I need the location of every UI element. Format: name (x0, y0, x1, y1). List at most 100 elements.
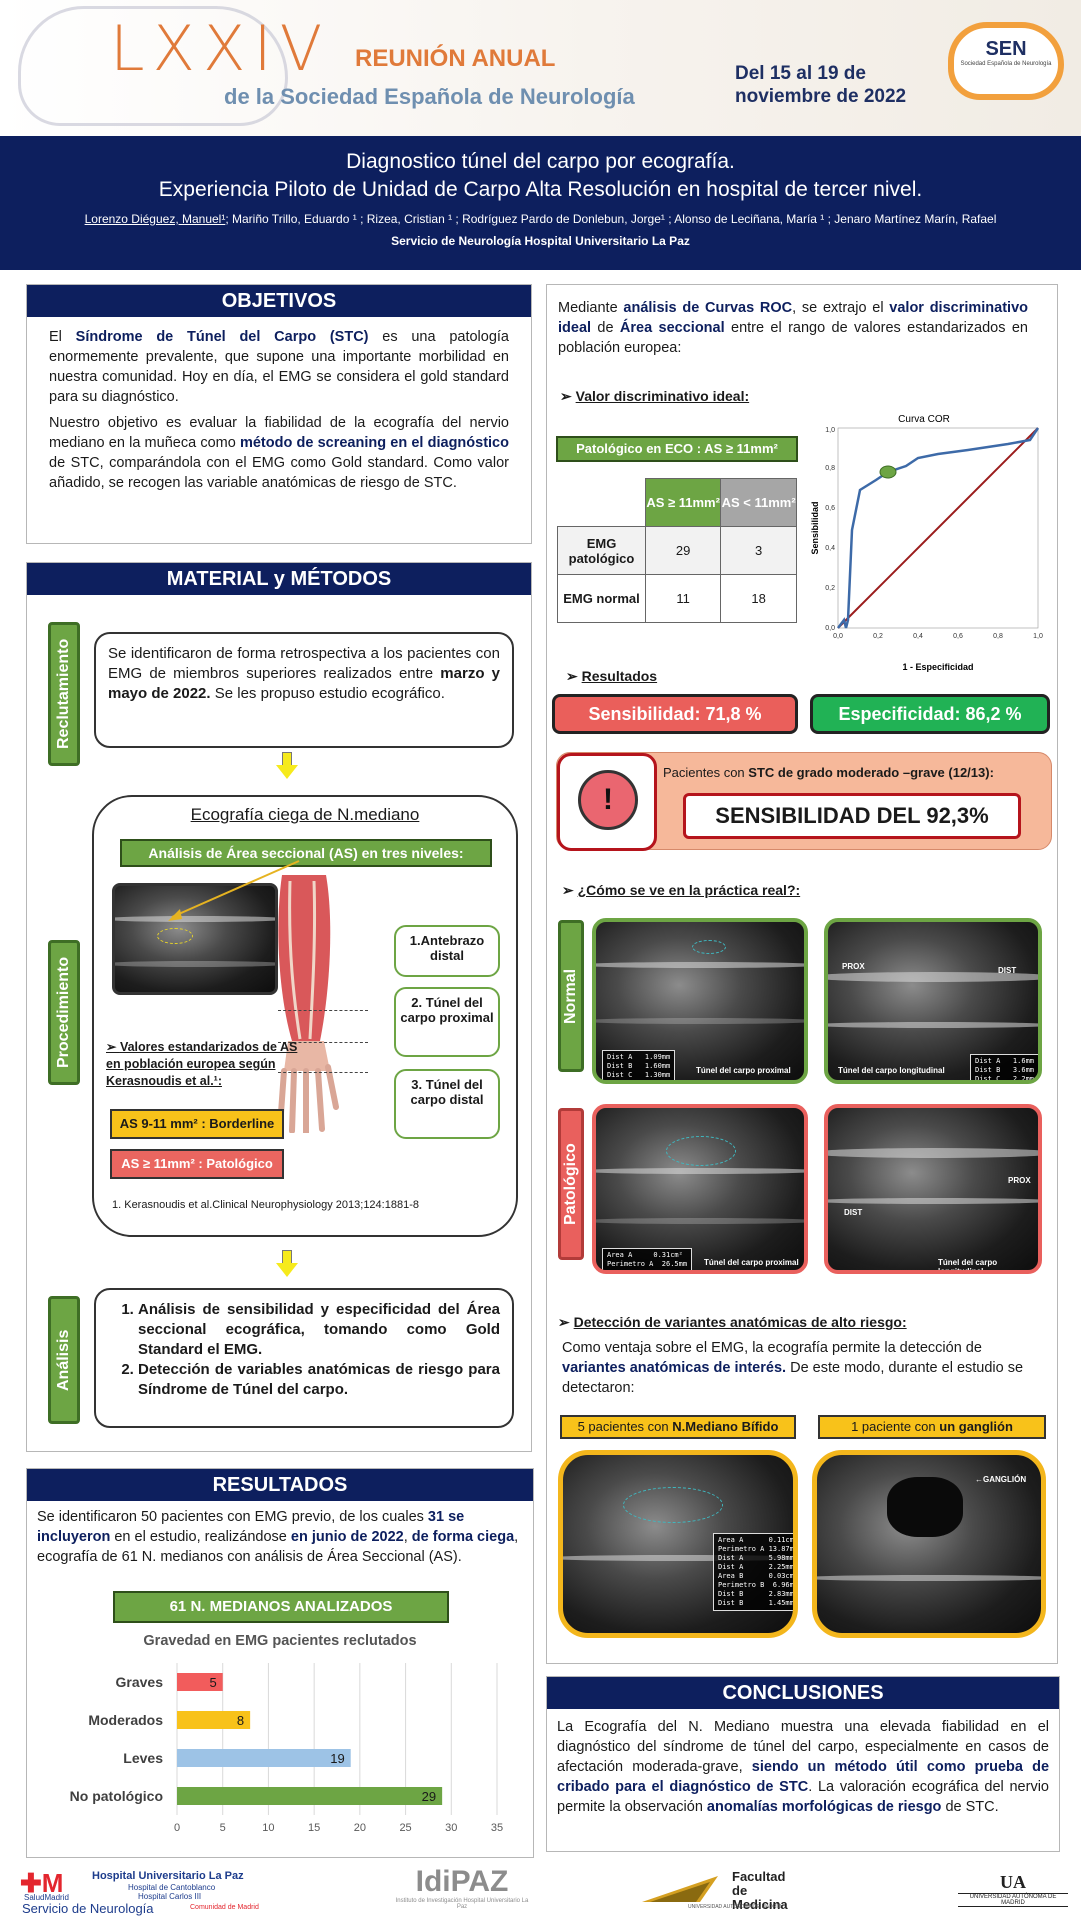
conference-banner: LXXIV REUNIÓN ANUAL de la Sociedad Españ… (0, 0, 1081, 136)
sen-logo: SEN Sociedad Española de Neurología (948, 22, 1064, 100)
roc-x-tick: 0,2 (873, 633, 883, 640)
x-tick-label: 15 (308, 1822, 320, 1834)
tag-bifido: 5 pacientes con N.Mediano Bífido (560, 1415, 796, 1439)
alert-sensitivity: SENSIBILIDAD DEL 92,3% (683, 793, 1021, 839)
tag-ganglion: 1 paciente con un ganglión (818, 1415, 1046, 1439)
idipaz-logo: IdiPAZ Instituto de Investigación Hospit… (395, 1865, 529, 1911)
conclusiones-panel: CONCLUSIONES La Ecografía del N. Mediano… (546, 1676, 1060, 1852)
resultados-panel: RESULTADOS Se identificaron 50 pacientes… (26, 1468, 534, 1858)
roc-intro: Mediante análisis de Curvas ROC, se extr… (558, 300, 1029, 356)
poster-title-block: Diagnostico túnel del carpo por ecografí… (0, 136, 1081, 270)
category-label: Graves (116, 1674, 164, 1690)
analyzed-tag: 61 N. MEDIANOS ANALIZADOS (113, 1591, 449, 1623)
conclusiones-heading: CONCLUSIONES (547, 1677, 1059, 1709)
label-analisis: Análisis (48, 1296, 80, 1424)
brain-outline-icon (18, 6, 288, 126)
alert-text: Pacientes con STC de grado moderado –gra… (663, 765, 994, 780)
reference-text: 1. Kerasnoudis et al.Clinical Neurophysi… (112, 1199, 419, 1211)
roc-x-tick: 1,0 (1033, 633, 1043, 640)
alert-icon-frame: ! (557, 753, 657, 851)
edition-number: LXXIV (110, 12, 331, 85)
ultrasound-pat-longitudinal: PROX DIST Túnel del carpo longitudinal (824, 1104, 1042, 1274)
sub-practica: ➢ ¿Cómo se ve en la práctica real?: (562, 882, 801, 898)
reclutamiento-box: Se identificaron de forma retrospectiva … (94, 632, 514, 748)
procedimiento-title: Ecografía ciega de N.mediano (190, 805, 420, 824)
sub-resultados: ➢ Resultados (566, 668, 658, 684)
wing-emblem-icon (642, 1876, 718, 1902)
std-values-text: ➢ Valores estandarizados de AS en poblac… (106, 1040, 298, 1088)
variantes-text: Como ventaja sobre el EMG, la ecografía … (562, 1340, 1024, 1396)
x-tick-label: 0 (174, 1822, 180, 1834)
conference-dates: Del 15 al 19 de noviembre de 2022 (735, 63, 907, 107)
roc-x-label: 1 - Especificidad (902, 662, 973, 672)
col-header-as-lt: AS < 11mm² (720, 478, 797, 527)
x-tick-label: 25 (399, 1822, 411, 1834)
society-name: de la Sociedad Española de Neurología (224, 84, 635, 109)
category-label: Moderados (88, 1712, 163, 1728)
chart-title: Gravedad en EMG pacientes reclutados (143, 1633, 417, 1649)
data-label: 5 (209, 1675, 216, 1690)
x-tick-label: 20 (354, 1822, 366, 1834)
meeting-title: REUNIÓN ANUAL (355, 45, 556, 72)
metodos-heading: MATERIAL y MÉTODOS (27, 563, 531, 595)
roc-x-tick: 0,8 (993, 633, 1003, 640)
objetivos-text: El Síndrome de Túnel del Carpo (STC) es … (49, 329, 509, 491)
proc-tag: Análisis de Área seccional (AS) en tres … (120, 839, 492, 867)
specificity-badge: Especificidad: 86,2 % (810, 694, 1050, 734)
ultrasound-normal-longitudinal: PROX DIST Dist A 1.6mm Dist B 3.6mm Dist… (824, 918, 1042, 1084)
data-label: 19 (330, 1751, 344, 1766)
x-tick-label: 30 (445, 1822, 457, 1834)
ultrasound-bifid-median: Area A 0.11cm² Perimetro A 13.87mm Dist … (558, 1450, 798, 1638)
bar (177, 1673, 223, 1691)
level-3-callout: 3. Túnel del carpo distal (394, 1069, 500, 1139)
poster-title: Diagnostico túnel del carpo por ecografí… (158, 150, 923, 201)
roc-curve-chart: Curva COR 0,0 0,2 0,4 0,6 0,8 1,0 0,0 0,… (810, 414, 1043, 672)
table-cell: 11 (644, 574, 722, 623)
category-label: No patológico (70, 1788, 163, 1804)
exclamation-icon: ! (578, 770, 638, 830)
level-2-callout: 2. Túnel del carpo proximal (394, 987, 500, 1057)
col-header-as-ge: AS ≥ 11mm² (644, 478, 722, 527)
objetivos-heading: OBJETIVOS (27, 285, 531, 317)
conclusiones-text: La Ecografía del N. Mediano muestra una … (557, 1719, 1050, 1815)
roc-y-label: Sensibilidad (810, 501, 820, 554)
label-procedimiento: Procedimiento (48, 940, 80, 1085)
roc-y-tick: 1,0 (825, 427, 835, 434)
row-header-emg-normal: EMG normal (557, 574, 646, 623)
forearm-anatomy-icon (277, 875, 339, 1133)
roc-x-tick: 0,0 (833, 633, 843, 640)
affiliation: Servicio de Neurología Hospital Universi… (391, 234, 690, 248)
row-header-emg-patologico: EMG patológico (557, 526, 646, 575)
uam-monogram: UA (1000, 1872, 1026, 1892)
roc-y-tick: 0,8 (825, 465, 835, 472)
ultrasound-ganglion: ←GANGLIÓN (812, 1450, 1046, 1638)
label-normal: Normal (558, 920, 584, 1072)
label-patologico: Patológico (558, 1108, 584, 1260)
comunidad-madrid-icon: ✚M (20, 1868, 64, 1898)
sub-variantes: ➢ Detección de variantes anatómicas de a… (558, 1314, 907, 1330)
facultad-medicina-logo: Facultad de Medicina UNIVERSIDAD AUTÓNOM… (640, 1868, 800, 1916)
x-tick-label: 35 (491, 1822, 503, 1834)
data-label: 29 (422, 1789, 436, 1804)
pointer-arrow-icon (168, 860, 300, 921)
sub-valor-discriminativo: ➢ Valor discriminativo ideal: (560, 388, 750, 404)
ultrasound-image-wrist (112, 883, 278, 995)
roc-y-tick: 0,2 (825, 585, 835, 592)
roc-y-tick: 0,0 (825, 625, 835, 632)
resultados-text: Se identificaron 50 pacientes con EMG pr… (37, 1509, 519, 1565)
roc-x-tick: 0,6 (953, 633, 963, 640)
category-label: Leves (123, 1750, 163, 1766)
bar (177, 1749, 351, 1767)
roc-y-tick: 0,4 (825, 545, 835, 552)
ultrasound-normal-proximal: Dist A 1.09mm Dist B 1.60mm Dist C 1.30m… (592, 918, 808, 1084)
analisis-box: Análisis de sensibilidad y especificidad… (94, 1288, 514, 1428)
label-reclutamiento: Reclutamiento (48, 622, 80, 766)
roc-y-tick: 0,6 (825, 505, 835, 512)
resultados-heading: RESULTADOS (27, 1469, 533, 1501)
x-tick-label: 5 (220, 1822, 226, 1834)
x-tick-label: 10 (262, 1822, 274, 1834)
roc-x-tick: 0,4 (913, 633, 923, 640)
author-list: Lorenzo Diéguez, Manuel¹; Mariño Trillo,… (84, 212, 997, 226)
down-arrow-icon (276, 752, 298, 780)
